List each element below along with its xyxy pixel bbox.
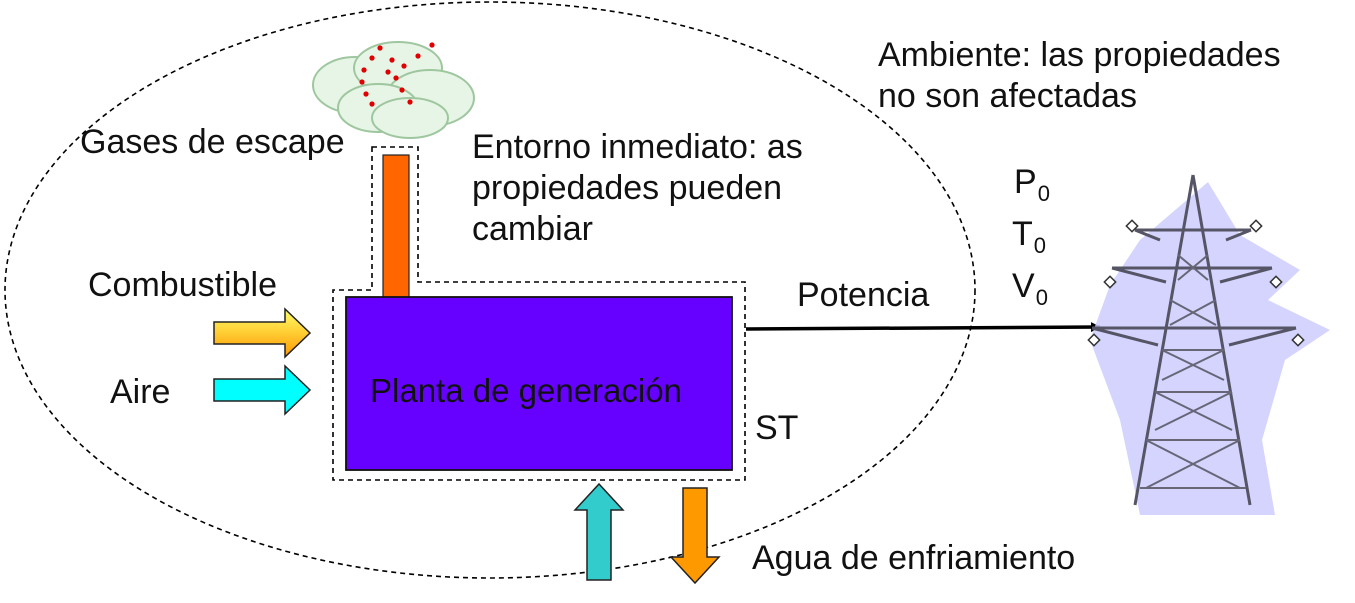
- environment-boundary: [4, 1, 976, 579]
- volume-variable: V0: [1012, 266, 1048, 311]
- system-boundary: [332, 146, 746, 481]
- environment-label-line1: Ambiente: las propiedades: [878, 36, 1281, 74]
- cooling-water-outlet-arrow: [669, 487, 721, 585]
- temperature-variable: T0: [1012, 214, 1046, 259]
- air-label: Aire: [110, 373, 171, 411]
- fuel-label: Combustible: [88, 266, 277, 304]
- pressure-subscript: 0: [1037, 181, 1050, 206]
- air-arrow: [213, 364, 312, 416]
- power-output-arrow: [745, 322, 1101, 333]
- cooling-water-label: Agua de enfriamiento: [752, 539, 1076, 577]
- transmission-tower-icon: [1087, 174, 1330, 515]
- pressure-symbol: P: [1014, 163, 1037, 201]
- volume-symbol: V: [1012, 267, 1035, 305]
- power-label: Potencia: [797, 276, 930, 314]
- power-plant-block: [345, 296, 733, 471]
- temperature-symbol: T: [1012, 215, 1033, 253]
- temperature-subscript: 0: [1033, 233, 1047, 258]
- surroundings-label-line3: cambiar: [472, 209, 593, 248]
- surroundings-label-line1: Entorno inmediato: as: [472, 128, 803, 166]
- system-label: ST: [755, 409, 799, 447]
- cooling-water-inlet-arrow: [573, 482, 625, 581]
- surroundings-label-line2: propiedades pueden: [472, 168, 783, 207]
- smoke-cloud-icon: [312, 41, 475, 139]
- immediate-surroundings-label: Entorno inmediato: as propiedades pueden…: [472, 127, 803, 249]
- fuel-arrow: [213, 307, 312, 359]
- volume-subscript: 0: [1035, 285, 1048, 310]
- plant-label: Planta de generación: [370, 372, 682, 409]
- environment-label-line2: no son afectadas: [878, 76, 1137, 115]
- exhaust-gases-label: Gases de escape: [80, 123, 345, 161]
- pressure-variable: P0: [1014, 162, 1050, 207]
- environment-label: Ambiente: las propiedades no son afectad…: [878, 35, 1281, 117]
- chimney: [382, 154, 410, 299]
